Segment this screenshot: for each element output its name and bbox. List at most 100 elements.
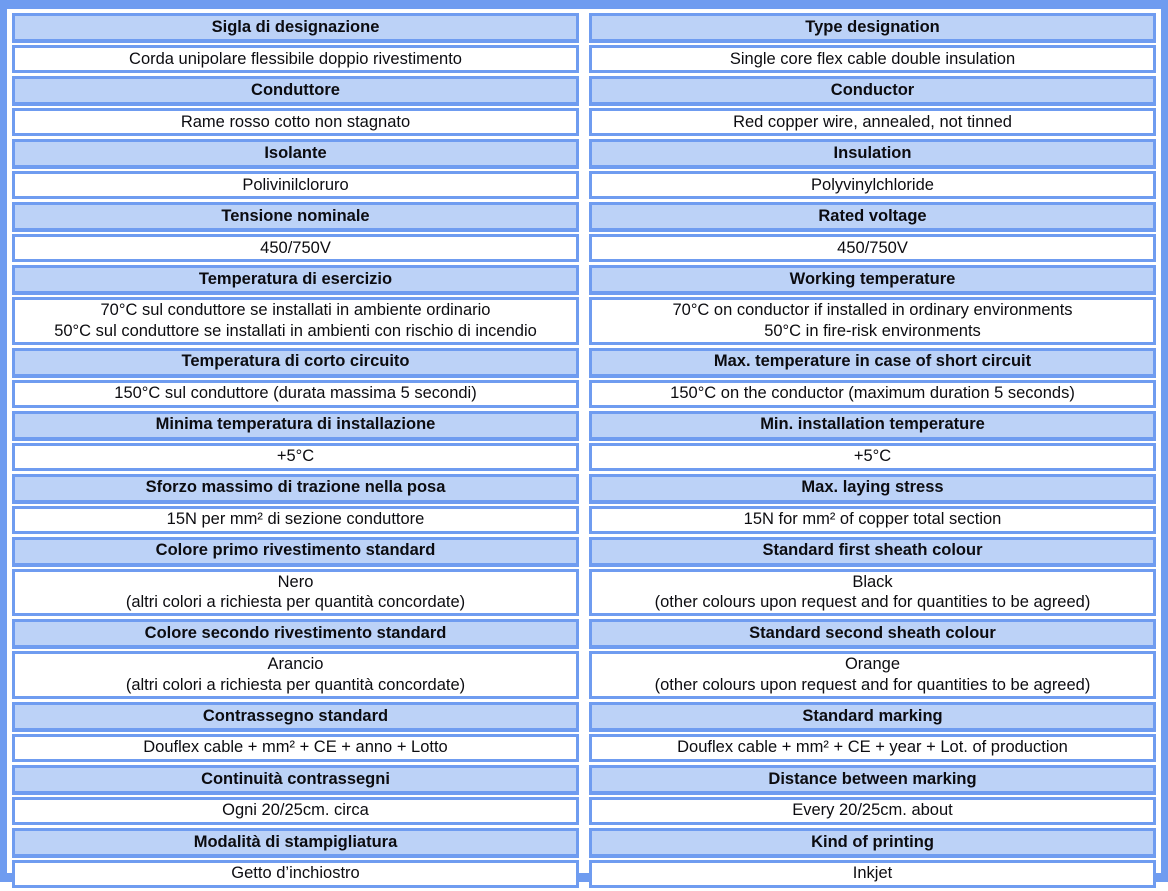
spec-label-cell: Minima temperatura di installazione: [12, 410, 579, 441]
spec-label-text: Sigla di designazione: [211, 17, 380, 36]
spec-value-text: Inkjet: [852, 864, 893, 883]
spec-label-text: Tensione nominale: [221, 206, 370, 225]
spec-label-cell: Temperatura di corto circuito: [12, 347, 579, 378]
spec-value-cell: 450/750V: [589, 234, 1156, 262]
spec-value-text: Douflex cable + mm² + CE + year + Lot. o…: [677, 738, 1068, 757]
spec-pair: Minima temperatura di installazione +5°C: [12, 410, 579, 474]
spec-label-text: Distance between marking: [768, 769, 977, 788]
spec-label-text: Colore primo rivestimento standard: [155, 541, 436, 560]
spec-value-text: Every 20/25cm. about: [792, 801, 953, 820]
spec-label-cell: Kind of printing: [589, 827, 1156, 858]
spec-value-cell: Arancio (altri colori a richiesta per qu…: [12, 651, 579, 699]
spec-label-cell: Distance between marking: [589, 764, 1156, 795]
spec-label-text: Temperatura di esercizio: [198, 269, 393, 288]
spec-label-cell: Sforzo massimo di trazione nella posa: [12, 473, 579, 504]
spec-pair: Max. laying stress 15N for mm² of copper …: [589, 473, 1156, 537]
spec-label-text: Rated voltage: [818, 206, 927, 225]
spec-value-text: 450/750V: [260, 238, 331, 257]
spec-value-text: Arancio (altri colori a richiesta per qu…: [125, 655, 466, 694]
spec-label-cell: Contrassegno standard: [12, 701, 579, 732]
spec-value-cell: Rame rosso cotto non stagnato: [12, 108, 579, 136]
spec-pair: Temperatura di esercizio 70°C sul condutt…: [12, 265, 579, 348]
spec-value-cell: Getto d’inchiostro: [12, 859, 579, 888]
spec-value-text: 70°C sul conduttore se installati in amb…: [54, 301, 537, 340]
spec-label-text: Kind of printing: [811, 832, 934, 851]
spec-label-text: Min. installation temperature: [760, 415, 985, 434]
spec-label-cell: Working temperature: [589, 265, 1156, 295]
spec-value-cell: Polyvinylchloride: [589, 171, 1156, 199]
spec-value-text: Rame rosso cotto non stagnato: [180, 112, 411, 131]
spec-value-cell: Ogni 20/25cm. circa: [12, 796, 579, 825]
spec-value-cell: 70°C on conductor if installed in ordina…: [589, 297, 1156, 345]
spec-value-text: Red copper wire, annealed, not tinned: [733, 112, 1012, 131]
spec-pair: Max. temperature in case of short circui…: [589, 347, 1156, 411]
spec-label-text: Standard second sheath colour: [749, 623, 996, 642]
spec-value-text: Ogni 20/25cm. circa: [222, 801, 369, 820]
spec-value-text: 15N per mm² di sezione conduttore: [166, 510, 425, 529]
spec-label-text: Continuità contrassegni: [201, 769, 390, 788]
spec-label-text: Max. temperature in case of short circui…: [713, 352, 1032, 371]
spec-label-text: Insulation: [833, 143, 912, 162]
spec-value-cell: +5°C: [12, 442, 579, 471]
spec-label-cell: Conduttore: [12, 76, 579, 106]
spec-label-text: Standard first sheath colour: [762, 541, 983, 560]
spec-label-text: Conduttore: [251, 80, 340, 99]
spec-value-text: Single core flex cable double insulation: [729, 49, 1016, 68]
spec-label-cell: Insulation: [589, 139, 1156, 169]
spec-value-cell: 15N for mm² of copper total section: [589, 505, 1156, 534]
spec-label-text: Contrassegno standard: [202, 706, 389, 725]
spec-value-text: 70°C on conductor if installed in ordina…: [672, 301, 1073, 340]
spec-value-text: +5°C: [276, 447, 315, 466]
spec-value-text: 450/750V: [837, 238, 908, 257]
spec-label-cell: Max. laying stress: [589, 473, 1156, 504]
spec-label-text: Conductor: [830, 80, 915, 99]
spec-label-text: Minima temperatura di installazione: [155, 415, 436, 434]
spec-pair: Working temperature 70°C on conductor if …: [589, 265, 1156, 348]
spec-pair: Sforzo massimo di trazione nella posa 15N…: [12, 473, 579, 537]
spec-pair: Temperatura di corto circuito 150°C sul c…: [12, 347, 579, 411]
spec-label-cell: Modalità di stampigliatura: [12, 827, 579, 858]
spec-label-text: Working temperature: [789, 269, 956, 288]
spec-pair: Min. installation temperature +5°C: [589, 410, 1156, 474]
spec-label-cell: Conductor: [589, 76, 1156, 106]
spec-value-cell: Douflex cable + mm² + CE + anno + Lotto: [12, 733, 579, 762]
spec-value-text: Corda unipolare flessibile doppio rivest…: [129, 49, 462, 68]
spec-value-cell: Douflex cable + mm² + CE + year + Lot. o…: [589, 733, 1156, 762]
spec-value-cell: Orange (other colours upon request and f…: [589, 651, 1156, 699]
spec-value-cell: 150°C on the conductor (maximum duration…: [589, 379, 1156, 408]
spec-label-cell: Standard first sheath colour: [589, 536, 1156, 567]
spec-value-cell: +5°C: [589, 442, 1156, 471]
spec-pair: Rated voltage 450/750V: [589, 202, 1156, 265]
spec-value-text: 15N for mm² of copper total section: [743, 510, 1002, 529]
spec-label-cell: Temperatura di esercizio: [12, 265, 579, 295]
spec-label-text: Colore secondo rivestimento standard: [144, 623, 447, 642]
spec-value-text: Getto d’inchiostro: [231, 864, 360, 883]
spec-value-text: 150°C sul conduttore (durata massima 5 s…: [114, 384, 477, 403]
spec-label-text: Modalità di stampigliatura: [193, 832, 398, 851]
spec-value-cell: Polivinilcloruro: [12, 171, 579, 199]
spec-value-text: +5°C: [853, 447, 892, 466]
spec-label-text: Sforzo massimo di trazione nella posa: [145, 478, 446, 497]
spec-label-cell: Continuità contrassegni: [12, 764, 579, 795]
spec-value-cell: Inkjet: [589, 859, 1156, 888]
spec-label-cell: Isolante: [12, 139, 579, 169]
spec-value-cell: Single core flex cable double insulation: [589, 45, 1156, 73]
spec-value-text: 150°C on the conductor (maximum duration…: [670, 384, 1075, 403]
spec-label-cell: Colore primo rivestimento standard: [12, 536, 579, 567]
spec-value-text: Nero (altri colori a richiesta per quant…: [125, 572, 466, 612]
spec-label-cell: Min. installation temperature: [589, 410, 1156, 441]
